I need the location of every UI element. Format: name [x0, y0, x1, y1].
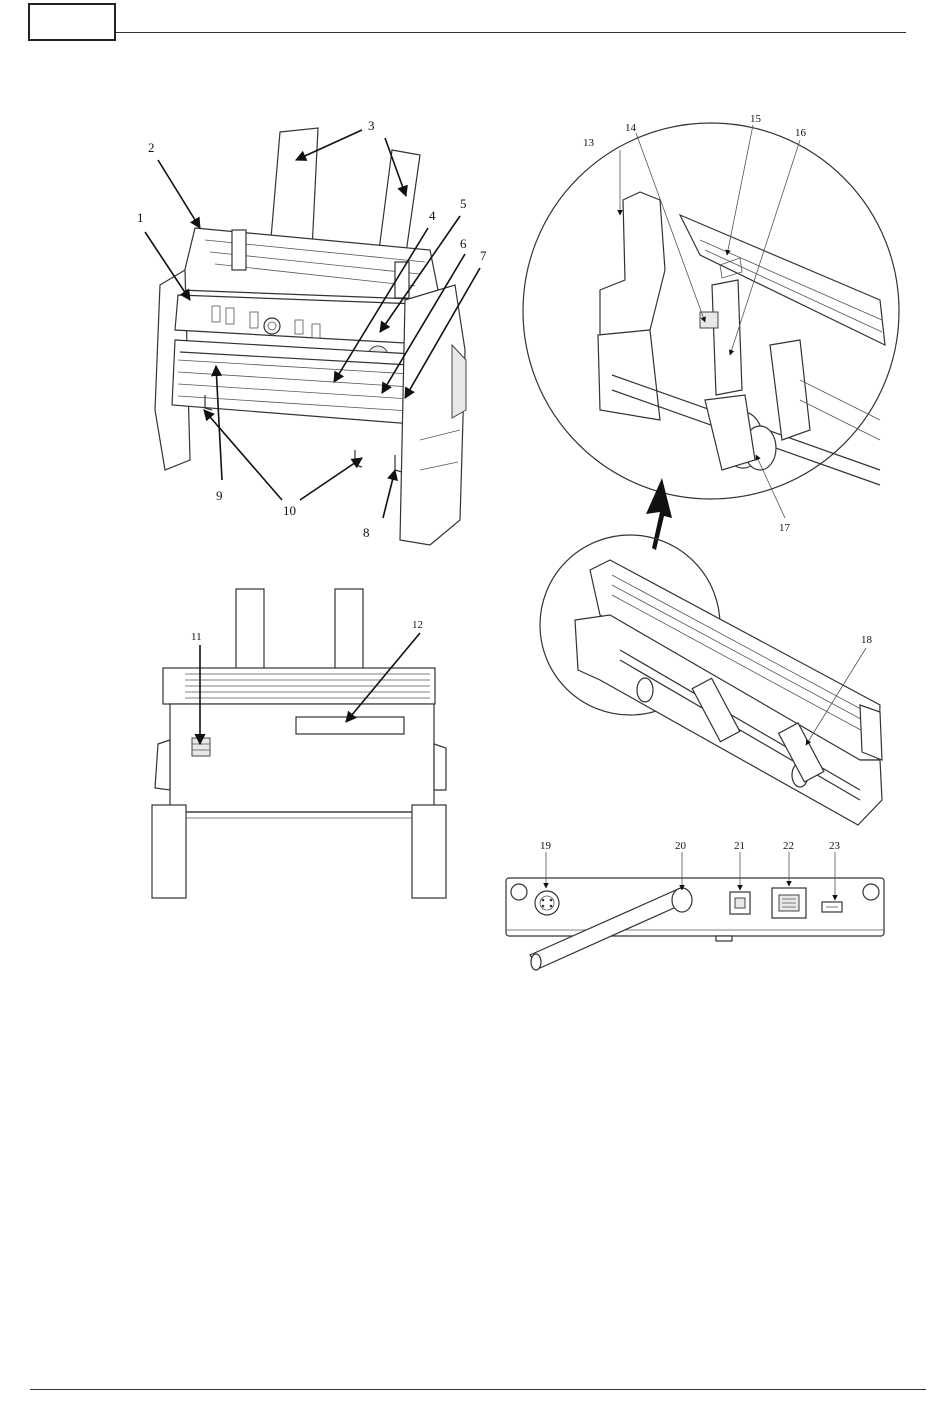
callout-2: 2: [148, 140, 155, 155]
callout-21: 21: [734, 840, 745, 852]
callout-8: 8: [363, 525, 370, 540]
callout-16: 16: [795, 127, 807, 139]
callout-19: 19: [540, 840, 552, 852]
callout-20: 20: [675, 840, 687, 852]
power-port-icon: [535, 891, 559, 915]
dial-button-icon: [264, 318, 280, 334]
callout-6: 6: [460, 236, 467, 251]
rear-foot-right: [412, 805, 446, 898]
rear-label-plate: [296, 717, 404, 734]
callout-23: 23: [829, 840, 841, 852]
callout-3: 3: [368, 118, 375, 133]
feed-tray-left: [270, 128, 318, 250]
callout-22: 22: [783, 840, 794, 852]
callout-4: 4: [429, 208, 436, 223]
callout-5: 5: [460, 196, 467, 211]
callout-1: 1: [137, 210, 144, 225]
rear-foot-left: [152, 805, 186, 898]
rear-tray-right: [335, 589, 363, 669]
connector-panel: [506, 878, 884, 970]
callout-11: 11: [191, 631, 202, 643]
callout-18: 18: [861, 634, 873, 646]
callout-13: 13: [583, 137, 595, 149]
callout-15: 15: [750, 113, 762, 125]
detail-side-plate: [600, 192, 665, 335]
feed-tray-right: [378, 150, 420, 260]
front-view: [155, 128, 466, 545]
detail-guide-block: [712, 280, 742, 395]
rear-tray-left: [236, 589, 264, 669]
guide-assembly: [540, 535, 882, 825]
callout-10: 10: [283, 503, 296, 518]
callout-7: 7: [480, 248, 487, 263]
mount-hole-left: [511, 884, 527, 900]
callout-12: 12: [412, 619, 423, 631]
detail-view: [523, 123, 899, 499]
callout-9: 9: [216, 488, 223, 503]
callout-17: 17: [779, 522, 791, 534]
rear-vent: [192, 738, 210, 756]
side-guide-left: [232, 230, 246, 270]
callout-14: 14: [625, 122, 637, 134]
roller-section: [172, 340, 430, 425]
mount-hole-right: [863, 884, 879, 900]
